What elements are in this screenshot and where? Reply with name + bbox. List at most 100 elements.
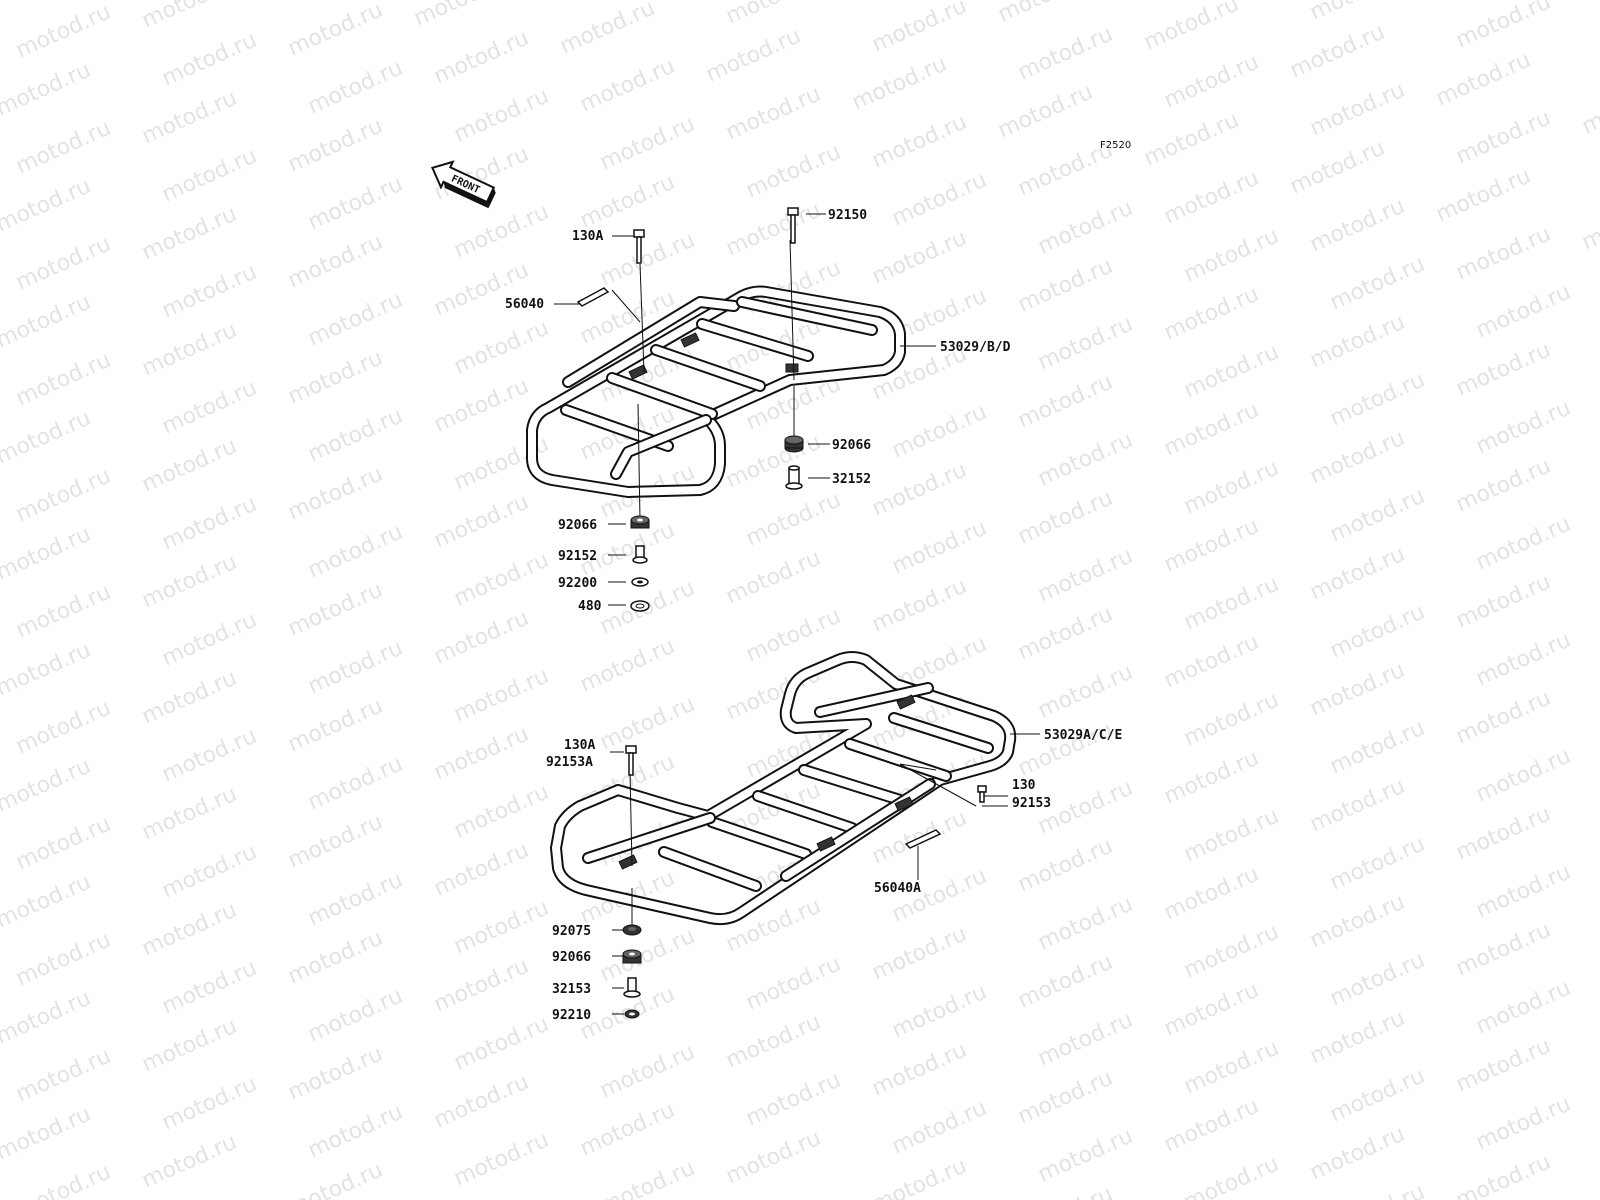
watermark-text: motod.ru	[450, 200, 552, 264]
watermark-text: motod.ru	[1452, 338, 1554, 402]
lower-carrier	[550, 651, 1017, 926]
watermark-text: motod.ru	[722, 0, 824, 29]
watermark-text: motod.ru	[868, 922, 970, 986]
watermark-text: motod.ru	[304, 520, 406, 584]
watermark-text: motod.ru	[138, 0, 240, 33]
upper-bolt-92150-icon	[787, 207, 799, 244]
watermark-text: motod.ru	[138, 434, 240, 498]
watermark-text: motod.ru	[888, 1096, 990, 1160]
watermark-text: motod.ru	[430, 26, 532, 90]
watermark-text: motod.ru	[1326, 600, 1428, 664]
callout-130a-lower: 130A	[564, 738, 595, 753]
watermark-text: motod.ru	[722, 894, 824, 958]
watermark-text: motod.ru	[158, 376, 260, 440]
watermark-text: motod.ru	[1160, 514, 1262, 578]
watermark-text: motod.ru	[1180, 1152, 1282, 1200]
watermark-text: motod.ru	[138, 1014, 240, 1078]
watermark-text: motod.ru	[1472, 396, 1574, 460]
watermark-text: motod.ru	[1034, 196, 1136, 260]
watermark-text: motod.ru	[12, 812, 114, 876]
watermark-text: motod.ru	[596, 112, 698, 176]
collar-92152-icon	[632, 545, 648, 564]
watermark-text: motod.ru	[1286, 20, 1388, 84]
watermark-text: motod.ru	[1180, 920, 1282, 984]
watermark-text: motod.ru	[1014, 22, 1116, 86]
watermark-text: motod.ru	[1452, 0, 1554, 53]
watermark-text: motod.ru	[994, 0, 1096, 27]
watermark-text: motod.ru	[556, 0, 658, 59]
label-plate-56040a-icon	[904, 829, 942, 849]
watermark-text: motod.ru	[284, 1042, 386, 1106]
watermark-text: motod.ru	[1452, 802, 1554, 866]
watermark-text: motod.ru	[596, 924, 698, 988]
damper-92066-right-icon	[784, 435, 804, 453]
upper-carrier	[526, 285, 906, 498]
watermark-text: motod.ru	[1014, 486, 1116, 550]
watermark-text: motod.ru	[1326, 948, 1428, 1012]
watermark-text: motod.ru	[0, 1102, 95, 1166]
callout-53029a-c-e: 53029A/C/E	[1044, 728, 1122, 743]
watermark-text: motod.ru	[1160, 978, 1262, 1042]
watermark-text: motod.ru	[284, 926, 386, 990]
watermark-text: motod.ru	[888, 980, 990, 1044]
watermark-text: motod.ru	[12, 580, 114, 644]
watermark-text: motod.ru	[1306, 0, 1408, 25]
watermark-text: motod.ru	[576, 1098, 678, 1162]
watermark-text: motod.ru	[284, 810, 386, 874]
nut-480-icon	[630, 600, 650, 612]
watermark-text: motod.ru	[0, 0, 95, 5]
watermark-text: motod.ru	[868, 1154, 970, 1200]
figure-id: F2520	[1100, 140, 1131, 151]
watermark-text: motod.ru	[994, 80, 1096, 144]
watermark-text: motod.ru	[868, 458, 970, 522]
watermark-text: motod.ru	[158, 724, 260, 788]
washer-92200-icon	[631, 577, 649, 587]
collar-32152-icon	[785, 465, 803, 490]
watermark-text: motod.ru	[138, 550, 240, 614]
watermark-text: motod.ru	[138, 666, 240, 730]
watermark-text: motod.ru	[1014, 1182, 1116, 1200]
watermark-text: motod.ru	[1014, 370, 1116, 434]
watermark-text: motod.ru	[0, 870, 95, 934]
watermark-text: motod.ru	[1014, 1066, 1116, 1130]
watermark-text: motod.ru	[430, 606, 532, 670]
watermark-text: motod.ru	[1472, 628, 1574, 692]
watermark-text: motod.ru	[158, 956, 260, 1020]
watermark-text: motod.ru	[284, 462, 386, 526]
watermark-text: motod.ru	[284, 694, 386, 758]
watermark-text: motod.ru	[722, 198, 824, 262]
watermark-text: motod.ru	[1306, 310, 1408, 374]
watermark-text: motod.ru	[1180, 456, 1282, 520]
upper-bolt-130a-icon	[633, 229, 645, 264]
watermark-text: motod.ru	[1432, 164, 1534, 228]
watermark-text: motod.ru	[742, 488, 844, 552]
watermark-text: motod.ru	[158, 260, 260, 324]
watermark-text: motod.ru	[1326, 832, 1428, 896]
watermark-text: motod.ru	[1160, 282, 1262, 346]
watermark-text: motod.ru	[1306, 426, 1408, 490]
watermark-text: motod.ru	[1180, 340, 1282, 404]
watermark-text: motod.ru	[1306, 78, 1408, 142]
watermark-text: motod.ru	[1472, 976, 1574, 1040]
watermark-text: motod.ru	[722, 1126, 824, 1190]
watermark-text: motod.ru	[1034, 312, 1136, 376]
watermark-text: motod.ru	[12, 232, 114, 296]
watermark-text: motod.ru	[450, 780, 552, 844]
watermark-text: motod.ru	[158, 840, 260, 904]
callout-92066-right: 92066	[832, 438, 871, 453]
watermark-text: motod.ru	[1326, 368, 1428, 432]
watermark-text: motod.ru	[1160, 50, 1262, 114]
watermark-text: motod.ru	[1034, 892, 1136, 956]
watermark-text: motod.ru	[888, 168, 990, 232]
watermark-text: motod.ru	[576, 54, 678, 118]
watermark-text: motod.ru	[742, 1068, 844, 1132]
watermark-text: motod.ru	[12, 1044, 114, 1108]
watermark-text: motod.ru	[576, 634, 678, 698]
callout-130a-upper: 130A	[572, 229, 603, 244]
watermark-text: motod.ru	[284, 230, 386, 294]
watermark-text: motod.ru	[158, 144, 260, 208]
callout-480: 480	[578, 599, 602, 614]
callout-92210: 92210	[552, 1008, 591, 1023]
watermark-text: motod.ru	[12, 464, 114, 528]
watermark-text: motod.ru	[868, 1038, 970, 1102]
